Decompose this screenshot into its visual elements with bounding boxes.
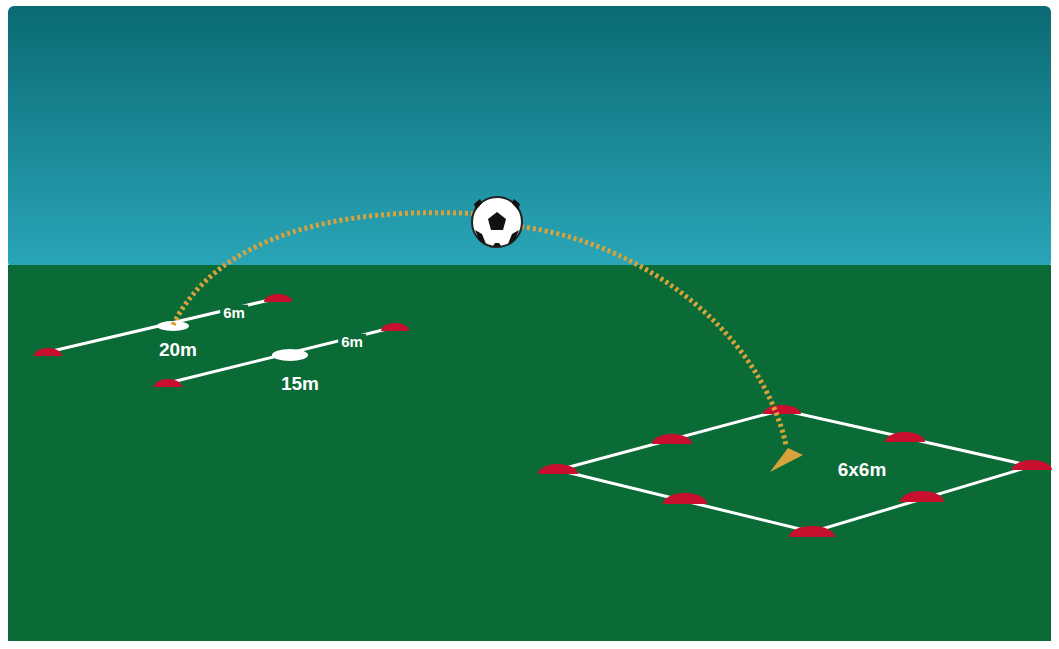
area-size: 6x6m: [835, 460, 890, 481]
distance-lines: [48, 298, 395, 383]
ball-flight: [515, 226, 786, 445]
distance-label: 6m: [220, 305, 248, 322]
start-mark: [272, 349, 308, 361]
cones: [34, 294, 1052, 537]
landing-arrow: [770, 448, 803, 472]
distance-label: 15m: [278, 374, 322, 395]
football: [472, 197, 522, 247]
target-square: [558, 410, 1032, 532]
pitch: [8, 265, 1051, 641]
ball-flight: [173, 213, 480, 325]
distance-label: 6m: [338, 334, 366, 351]
distance-label: 20m: [156, 340, 200, 361]
